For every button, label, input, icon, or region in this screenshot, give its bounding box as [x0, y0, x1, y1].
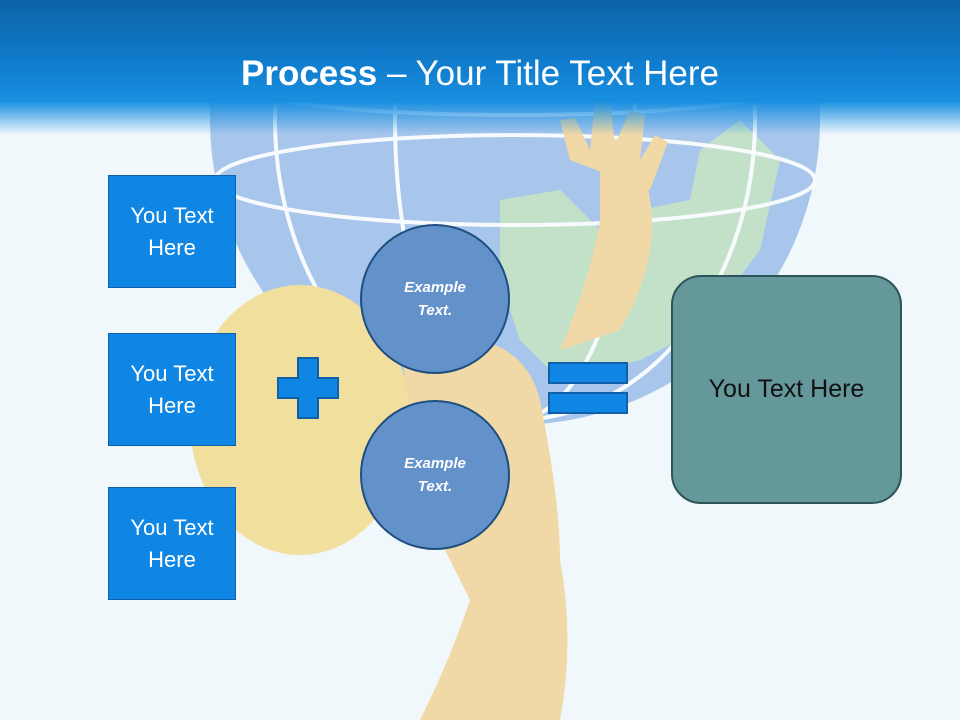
figure-back: [190, 285, 410, 555]
text-box-label: You Text Here: [130, 202, 214, 260]
slide-title: Process – Your Title Text Here: [0, 52, 960, 96]
text-box-label: You Text Here: [130, 514, 214, 572]
text-box-label: You Text Here: [130, 360, 214, 418]
example-circle-label: Example Text.: [404, 279, 466, 319]
title-rest: – Your Title Text Here: [377, 54, 719, 93]
plus-icon: [277, 357, 339, 419]
example-circle-label: Example Text.: [404, 455, 466, 495]
text-box-3[interactable]: You Text Here: [108, 487, 236, 600]
result-label: You Text Here: [708, 375, 865, 403]
example-circle-1[interactable]: Example Text.: [360, 224, 510, 374]
example-circle-2[interactable]: Example Text.: [360, 400, 510, 550]
title-bar: [0, 0, 960, 135]
result-box[interactable]: You Text Here: [671, 275, 902, 504]
figure-arm: [560, 138, 652, 350]
text-box-2[interactable]: You Text Here: [108, 333, 236, 446]
title-bold: Process: [241, 54, 378, 93]
equals-icon: [548, 362, 628, 414]
text-box-1[interactable]: You Text Here: [108, 175, 236, 288]
